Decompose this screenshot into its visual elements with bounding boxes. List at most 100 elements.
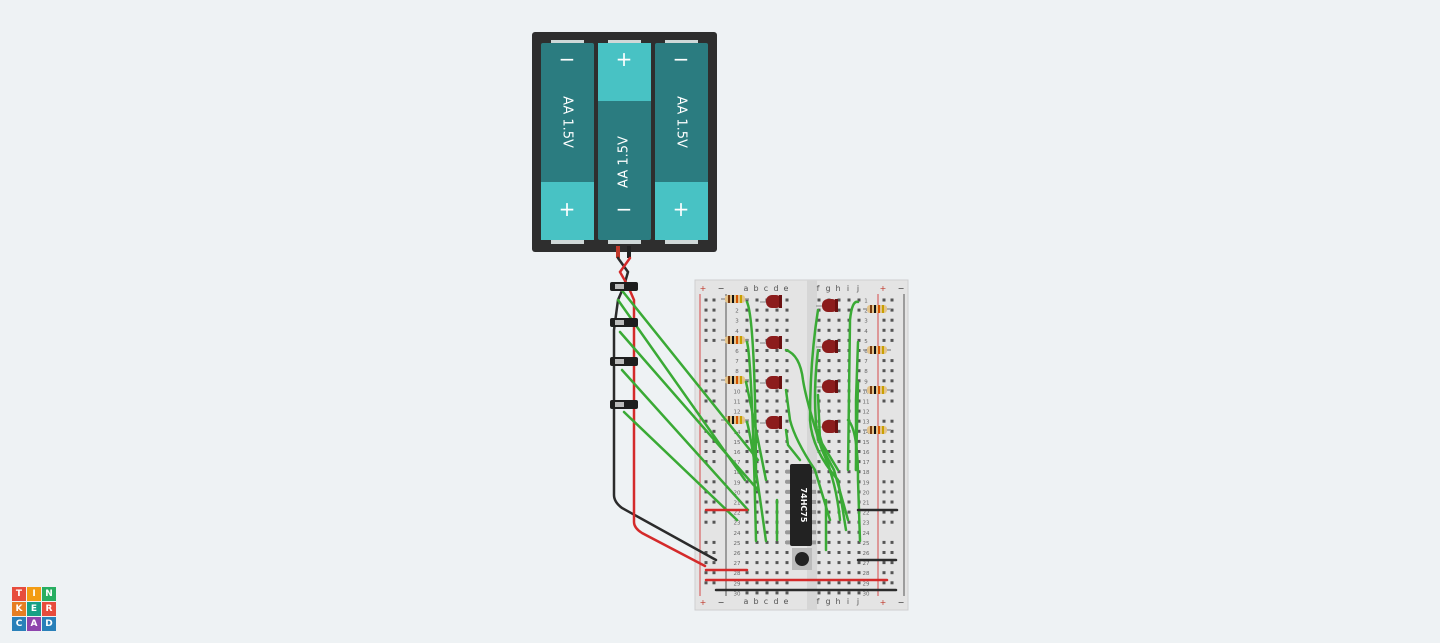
breadboard-hole[interactable] — [765, 389, 769, 393]
rail-hole[interactable] — [712, 419, 716, 423]
breadboard-hole[interactable] — [755, 571, 759, 575]
breadboard-hole[interactable] — [755, 540, 759, 544]
breadboard-hole[interactable] — [755, 379, 759, 383]
breadboard-hole[interactable] — [857, 439, 861, 443]
breadboard-hole[interactable] — [817, 318, 821, 322]
breadboard-hole[interactable] — [817, 591, 821, 595]
rail-hole[interactable] — [712, 298, 716, 302]
rail-hole[interactable] — [882, 328, 886, 332]
rail-hole[interactable] — [882, 419, 886, 423]
breadboard-hole[interactable] — [857, 338, 861, 342]
breadboard-hole[interactable] — [745, 369, 749, 373]
rail-hole[interactable] — [712, 328, 716, 332]
resistor[interactable] — [863, 346, 891, 354]
breadboard-hole[interactable] — [837, 439, 841, 443]
breadboard-hole[interactable] — [837, 581, 841, 585]
breadboard-hole[interactable] — [765, 429, 769, 433]
breadboard-hole[interactable] — [857, 369, 861, 373]
rail-hole[interactable] — [704, 540, 708, 544]
breadboard-hole[interactable] — [755, 551, 759, 554]
breadboard-hole[interactable] — [817, 530, 821, 534]
breadboard-hole[interactable] — [765, 328, 769, 332]
breadboard-hole[interactable] — [765, 450, 769, 453]
breadboard-hole[interactable] — [745, 298, 749, 302]
breadboard-hole[interactable] — [837, 571, 841, 575]
rail-hole[interactable] — [890, 328, 894, 332]
breadboard-hole[interactable] — [827, 571, 831, 575]
breadboard-hole[interactable] — [857, 379, 861, 383]
breadboard-hole[interactable] — [755, 359, 759, 363]
breadboard-hole[interactable] — [765, 540, 769, 544]
breadboard-hole[interactable] — [837, 419, 841, 423]
resistor[interactable] — [863, 426, 891, 434]
wire-green[interactable] — [745, 420, 768, 543]
breadboard-hole[interactable] — [827, 520, 831, 524]
breadboard-hole[interactable] — [775, 318, 779, 322]
led[interactable] — [816, 380, 838, 393]
breadboard-hole[interactable] — [745, 520, 749, 524]
rail-hole[interactable] — [890, 480, 894, 484]
rail-hole[interactable] — [890, 369, 894, 373]
breadboard-hole[interactable] — [847, 298, 851, 302]
breadboard-hole[interactable] — [837, 530, 841, 534]
breadboard-hole[interactable] — [847, 500, 851, 504]
breadboard-hole[interactable] — [817, 328, 821, 332]
breadboard-hole[interactable] — [765, 470, 769, 474]
rail-hole[interactable] — [712, 571, 716, 575]
breadboard-hole[interactable] — [775, 369, 779, 373]
breadboard-hole[interactable] — [745, 359, 749, 363]
battery-pack[interactable]: −+AA 1.5V+−AA 1.5V−+AA 1.5V — [532, 32, 717, 258]
breadboard-hole[interactable] — [765, 369, 769, 373]
wire-green[interactable] — [618, 286, 760, 462]
breadboard-hole[interactable] — [755, 409, 759, 413]
rail-hole[interactable] — [882, 561, 886, 565]
breadboard-hole[interactable] — [765, 460, 769, 464]
rail-hole[interactable] — [704, 439, 708, 443]
rail-hole[interactable] — [704, 338, 708, 342]
breadboard-hole[interactable] — [745, 490, 749, 494]
breadboard-hole[interactable] — [837, 389, 841, 393]
rail-hole[interactable] — [712, 490, 716, 494]
breadboard-hole[interactable] — [755, 389, 759, 393]
chip-74hc75[interactable]: 74HC75 — [786, 464, 816, 570]
wire-green[interactable] — [616, 298, 747, 482]
wire-green[interactable] — [622, 410, 739, 522]
breadboard-hole[interactable] — [755, 510, 759, 514]
breadboard-hole[interactable] — [827, 490, 831, 494]
breadboard-hole[interactable] — [847, 530, 851, 534]
breadboard-hole[interactable] — [765, 551, 769, 554]
breadboard-hole[interactable] — [857, 298, 861, 302]
breadboard-hole[interactable] — [765, 561, 769, 565]
breadboard-hole[interactable] — [775, 399, 779, 403]
wire-green[interactable] — [846, 300, 860, 472]
wire-clip[interactable] — [610, 357, 638, 366]
breadboard-hole[interactable] — [857, 349, 861, 352]
breadboard-hole[interactable] — [847, 308, 851, 312]
breadboard-hole[interactable] — [837, 349, 841, 352]
breadboard-hole[interactable] — [765, 500, 769, 504]
breadboard-hole[interactable] — [775, 480, 779, 484]
rail-hole[interactable] — [704, 581, 708, 585]
breadboard-hole[interactable] — [817, 510, 821, 514]
breadboard-hole[interactable] — [837, 359, 841, 363]
breadboard-hole[interactable] — [817, 379, 821, 383]
breadboard-hole[interactable] — [847, 480, 851, 484]
rail-hole[interactable] — [890, 389, 894, 393]
rail-hole[interactable] — [890, 359, 894, 363]
breadboard-hole[interactable] — [785, 561, 789, 565]
breadboard-hole[interactable] — [817, 460, 821, 464]
breadboard-hole[interactable] — [745, 308, 749, 312]
breadboard-hole[interactable] — [837, 369, 841, 373]
breadboard-hole[interactable] — [755, 328, 759, 332]
breadboard-hole[interactable] — [827, 318, 831, 322]
breadboard-hole[interactable] — [745, 409, 749, 413]
breadboard-hole[interactable] — [785, 409, 789, 413]
rail-hole[interactable] — [704, 369, 708, 373]
rail-hole[interactable] — [704, 308, 708, 312]
rail-hole[interactable] — [704, 419, 708, 423]
breadboard-hole[interactable] — [755, 298, 759, 302]
led[interactable] — [760, 416, 782, 429]
rail-hole[interactable] — [890, 540, 894, 544]
breadboard-hole[interactable] — [827, 540, 831, 544]
rail-hole[interactable] — [704, 318, 708, 322]
